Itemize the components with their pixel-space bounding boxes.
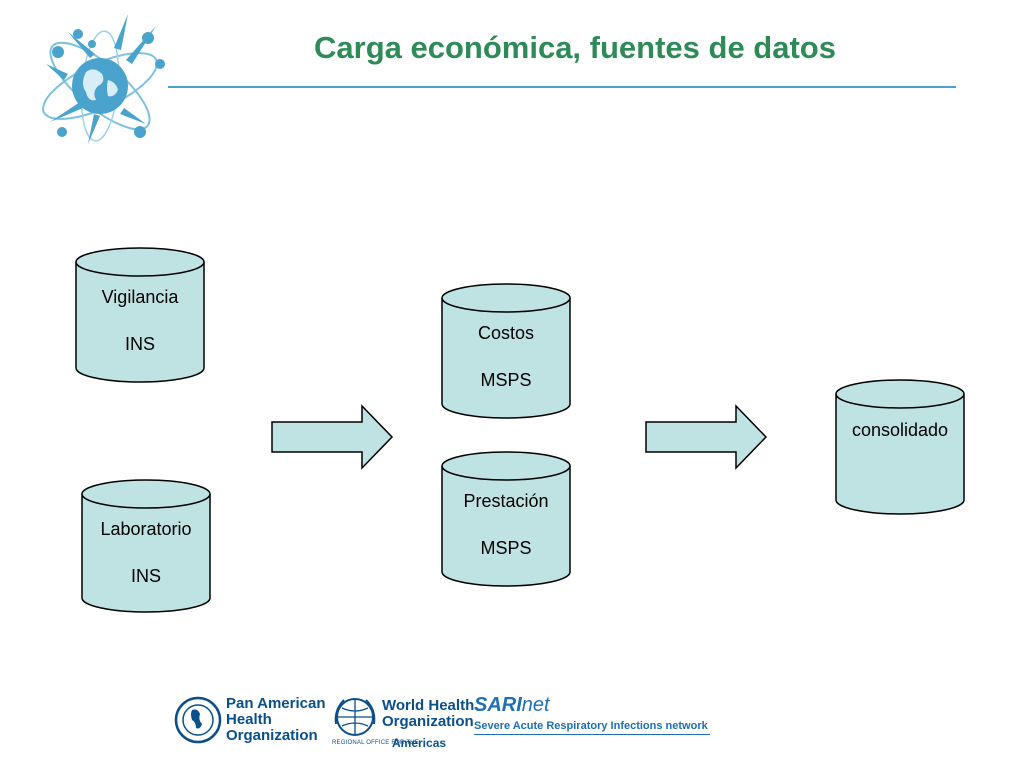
who-emblem-icon <box>334 698 376 736</box>
node-costos-label: Costos <box>477 323 535 343</box>
paho-name-line3: Organization <box>226 727 318 744</box>
cylinder-costos <box>441 283 571 419</box>
node-consolidado-label: consolidado <box>851 420 949 440</box>
node-prestacion-sublabel: MSPS <box>480 538 532 558</box>
who-region: Americas <box>392 736 447 750</box>
sarinet-underline <box>474 734 710 735</box>
who-region-small: REGIONAL OFFICE FOR THE <box>332 740 419 746</box>
title-divider <box>168 86 956 88</box>
sarinet-brand-light: net <box>521 694 550 716</box>
paho-name: Pan American Health Organization <box>226 696 326 744</box>
cylinder-prestacion <box>441 451 571 587</box>
sarinet-tagline: Severe Acute Respiratory Infections netw… <box>474 720 708 732</box>
slide-title: Carga económica, fuentes de datos <box>314 30 836 65</box>
paho-emblem-icon <box>174 696 222 744</box>
flow-arrow-sources-to-costs <box>271 404 394 470</box>
world-health-globe-logo-icon <box>42 14 165 144</box>
node-costos-sublabel: MSPS <box>480 370 532 390</box>
node-laboratorio-sublabel: INS <box>130 566 161 586</box>
who-name-line1: World Health <box>382 697 475 714</box>
node-laboratorio-label: Laboratorio <box>100 519 192 539</box>
paho-name-line1: Pan American <box>226 695 326 712</box>
paho-name-line2: Health <box>226 711 272 728</box>
footer-logos: Pan American Health Organization World H… <box>170 690 730 760</box>
who-name: World Health Organization <box>382 698 474 730</box>
flow-arrow-costs-to-consolidado <box>645 404 768 470</box>
node-vigilancia-sublabel: INS <box>124 334 155 354</box>
cylinder-laboratorio <box>81 479 211 613</box>
cylinder-consolidado <box>835 379 965 515</box>
sarinet-brand-strong: SARI <box>474 694 522 716</box>
sarinet-brand: SARInet <box>474 694 550 717</box>
node-prestacion-label: Prestación <box>463 491 549 511</box>
node-vigilancia-label: Vigilancia <box>101 287 179 307</box>
who-name-line2: Organization <box>382 713 474 730</box>
cylinder-vigilancia <box>75 247 205 383</box>
